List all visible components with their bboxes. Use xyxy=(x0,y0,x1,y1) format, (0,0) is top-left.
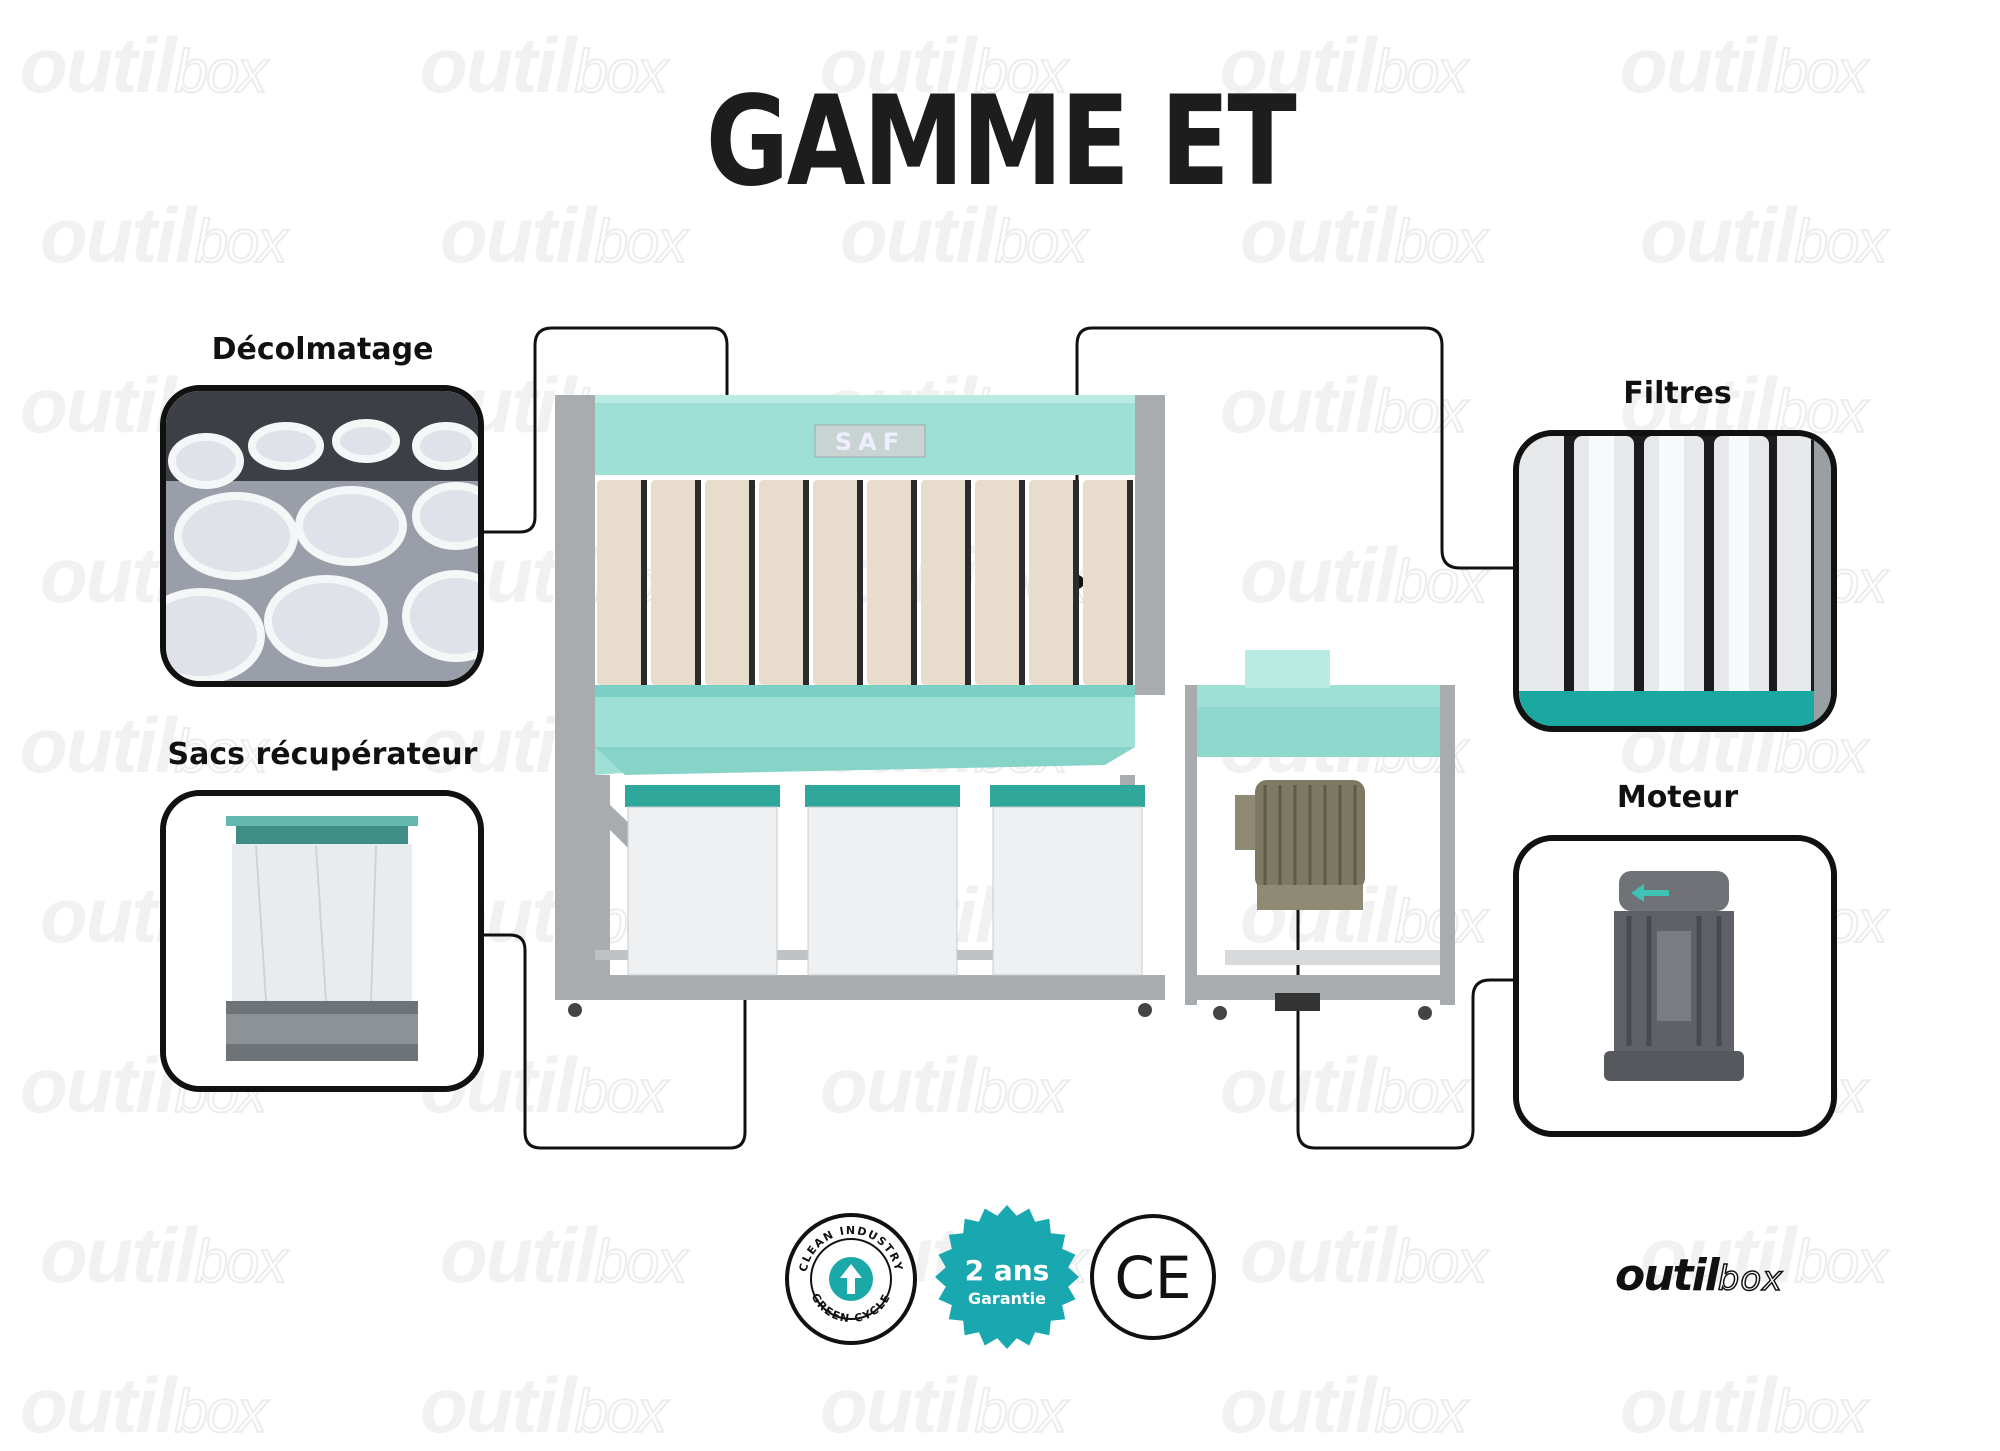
collection-bag xyxy=(627,806,778,976)
filter-bag xyxy=(813,480,861,685)
watermark-logo: outilbox xyxy=(1240,1211,1488,1299)
svg-text:CE: CE xyxy=(1114,1244,1191,1312)
filter-bag xyxy=(651,480,699,685)
ce-mark-badge: CE xyxy=(1090,1214,1216,1340)
collection-bag xyxy=(992,806,1143,976)
photo-moteur xyxy=(1513,835,1837,1137)
watermark-logo: outilbox xyxy=(1640,191,1888,279)
watermark-logo: outilbox xyxy=(40,191,288,279)
filter-bag-gap xyxy=(857,480,863,685)
watermark-logo: outilbox xyxy=(1640,1211,1888,1299)
watermark-logo: outilbox xyxy=(840,191,1088,279)
filter-bag xyxy=(975,480,1023,685)
svg-text:SAF: SAF xyxy=(835,428,905,456)
watermark-logo: outilbox xyxy=(1240,531,1488,619)
watermark-logo: outilbox xyxy=(20,701,268,789)
callout-label-sacs: Sacs récupérateur xyxy=(167,737,478,772)
filter-bag-gap xyxy=(1019,480,1025,685)
watermark-logo: outilbox xyxy=(1620,21,1868,109)
page-title: GAMME ET xyxy=(705,70,1297,214)
clean-industry-badge: CLEAN INDUSTRY GREEN CYCLE xyxy=(785,1213,917,1345)
filter-bag xyxy=(1083,480,1131,685)
filter-bag-gap xyxy=(749,480,755,685)
callout-label-decolmatage: Décolmatage xyxy=(211,332,434,367)
photo-filtres xyxy=(1513,430,1837,732)
watermark-logo: outilbox xyxy=(420,21,668,109)
watermark-logo: outilbox xyxy=(20,21,268,109)
photo-decolmatage xyxy=(160,385,484,687)
collection-bag-ring xyxy=(625,785,780,807)
watermark-logo: outilbox xyxy=(1220,21,1468,109)
outilbox-logo: outilbox xyxy=(1615,1250,1784,1301)
filter-bag xyxy=(867,480,915,685)
filter-bag xyxy=(759,480,807,685)
warranty-badge: 2 ans Garantie xyxy=(935,1205,1079,1349)
watermark-logo: outilbox xyxy=(1220,361,1468,449)
watermark-logo: outilbox xyxy=(820,21,1068,109)
collection-bag-ring xyxy=(805,785,960,807)
filter-bag xyxy=(921,480,969,685)
callout-label-moteur: Moteur xyxy=(1616,780,1739,815)
watermark-logo: outilbox xyxy=(440,191,688,279)
filter-bag-gap xyxy=(911,480,917,685)
photo-sacs-recuperateur xyxy=(160,790,484,1092)
filter-bag-gap xyxy=(803,480,809,685)
filter-bag-gap xyxy=(1073,480,1079,685)
dust-collector-illustration: SAF xyxy=(555,395,1455,1020)
filter-bag-gap xyxy=(1127,480,1133,685)
svg-text:2 ans: 2 ans xyxy=(965,1254,1050,1287)
collection-bag xyxy=(807,806,958,976)
filter-bag xyxy=(1029,480,1077,685)
watermark-logo: outilbox xyxy=(1240,191,1488,279)
brand-plate: SAF xyxy=(814,424,926,458)
filter-bag-gap xyxy=(695,480,701,685)
filter-bag-gap xyxy=(965,480,971,685)
motor-shape xyxy=(1235,780,1365,910)
callout-label-filtres: Filtres xyxy=(1623,376,1732,411)
filter-bag-gap xyxy=(641,480,647,685)
svg-text:Garantie: Garantie xyxy=(968,1289,1046,1308)
collection-bag-ring xyxy=(990,785,1145,807)
watermark-logo: outilbox xyxy=(440,1211,688,1299)
filter-bag xyxy=(597,480,645,685)
filter-bag xyxy=(705,480,753,685)
watermark-logo: outilbox xyxy=(820,1041,1068,1129)
watermark-logo: outilbox xyxy=(40,1211,288,1299)
